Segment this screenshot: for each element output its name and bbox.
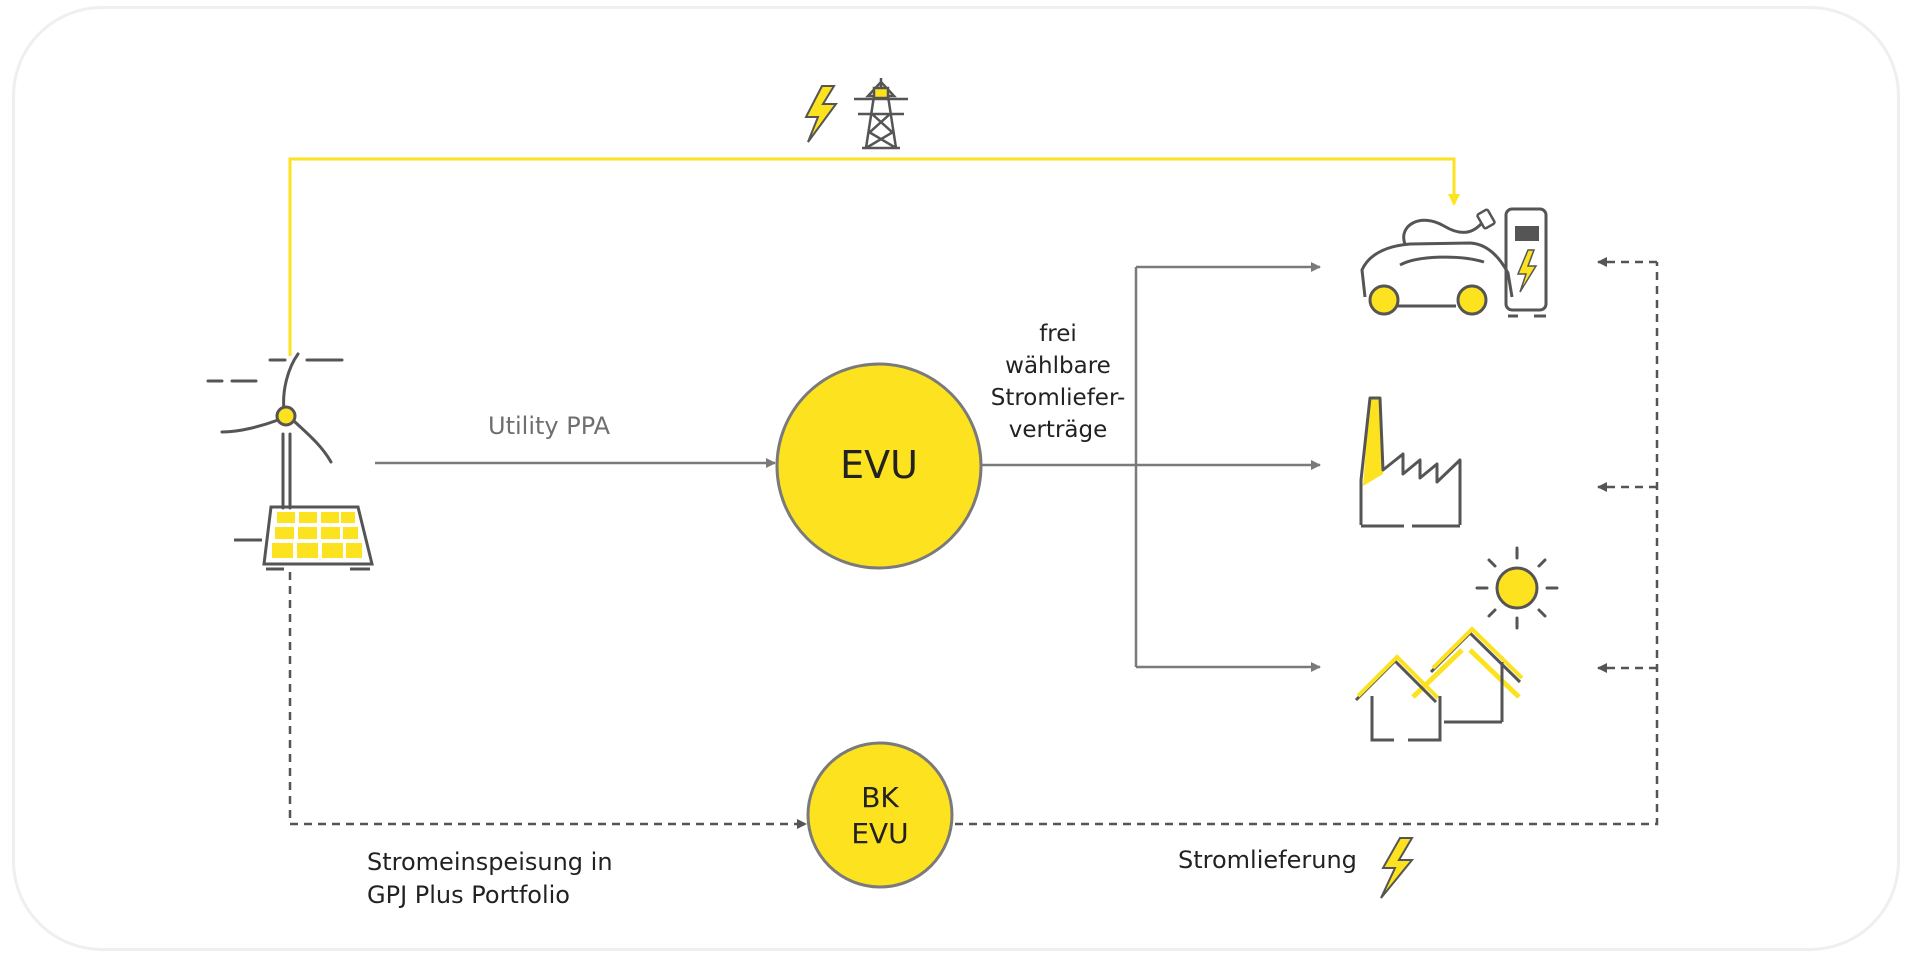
houses-with-sun-icon <box>1354 546 1559 742</box>
free-contracts-label: frei wählbare Stromliefer- verträge <box>978 318 1138 446</box>
wind-turbine-icon <box>206 352 344 510</box>
feed-in-line: GPJ Plus Portfolio <box>367 881 570 909</box>
free-contracts-line: Stromliefer- <box>990 385 1126 411</box>
solar-panel-icon <box>234 505 374 571</box>
evu-node <box>775 362 983 570</box>
feed-in-line: Stromeinspeisung in <box>367 848 613 876</box>
lightning-icon <box>1380 837 1415 899</box>
direct-supply-line <box>288 157 1460 356</box>
bk-evu-node <box>806 741 954 889</box>
bk-evu-label: BK EVU <box>810 780 950 852</box>
electric-car-charging-icon <box>1360 207 1548 318</box>
supply-label: Stromlieferung <box>1178 846 1357 874</box>
factory-icon <box>1359 396 1462 528</box>
free-contracts-line: verträge <box>1008 417 1108 443</box>
free-contracts-line: wählbare <box>1005 353 1111 379</box>
feed-in-dashed-line <box>288 572 807 829</box>
free-contracts-line: frei <box>1039 321 1077 347</box>
diagram-frame <box>12 6 1900 951</box>
feed-in-label: Stromeinspeisung in GPJ Plus Portfolio <box>367 846 687 912</box>
bk-evu-line: EVU <box>851 817 909 850</box>
supply-dashed-line <box>955 262 1659 826</box>
evu-label: EVU <box>840 443 918 487</box>
utility-ppa-label: Utility PPA <box>488 412 611 440</box>
lightning-icon <box>804 85 838 143</box>
bk-evu-line: BK <box>861 781 899 814</box>
power-pylon-icon <box>854 78 908 150</box>
